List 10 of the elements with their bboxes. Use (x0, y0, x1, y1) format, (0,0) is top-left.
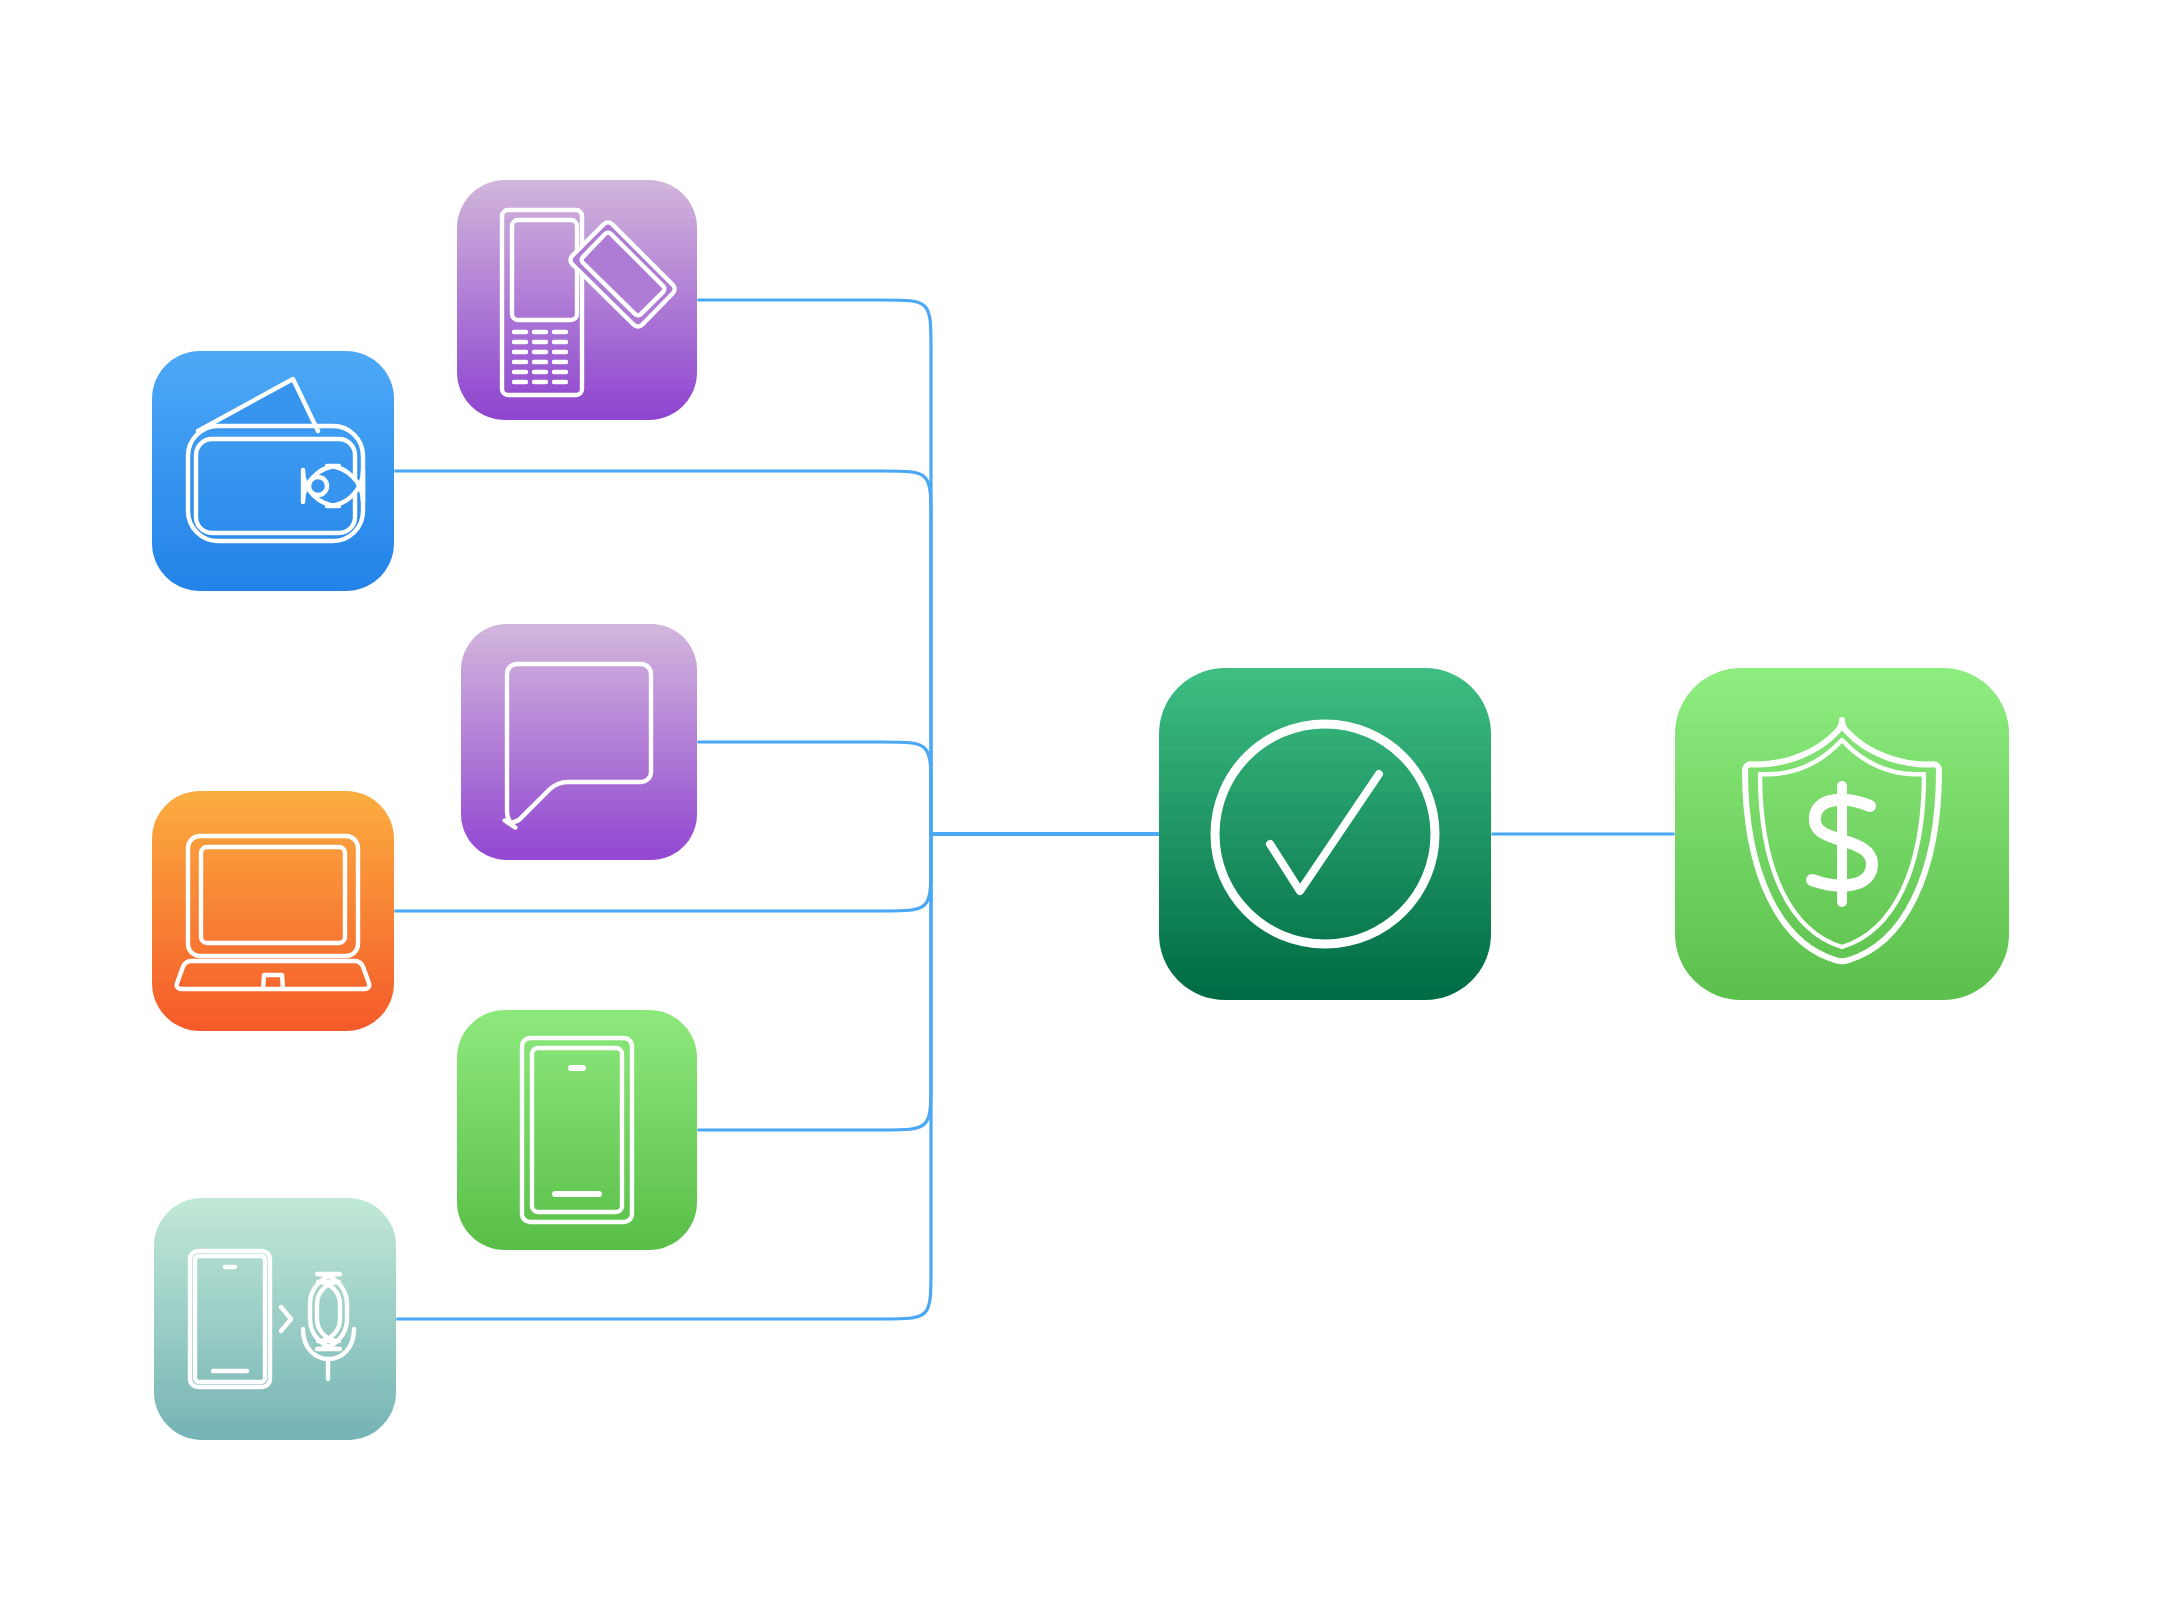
connector-line (1491, 832, 1675, 836)
icon-tile (152, 351, 394, 591)
icon-tile (154, 1198, 396, 1440)
icon-tile (1159, 668, 1491, 1000)
icon-tile (457, 180, 697, 420)
icon-tile (1675, 668, 2009, 1000)
icon-tile (457, 1010, 697, 1250)
icon-tile (152, 791, 394, 1031)
icon-tile (461, 624, 697, 860)
connector-line (396, 832, 1159, 1321)
